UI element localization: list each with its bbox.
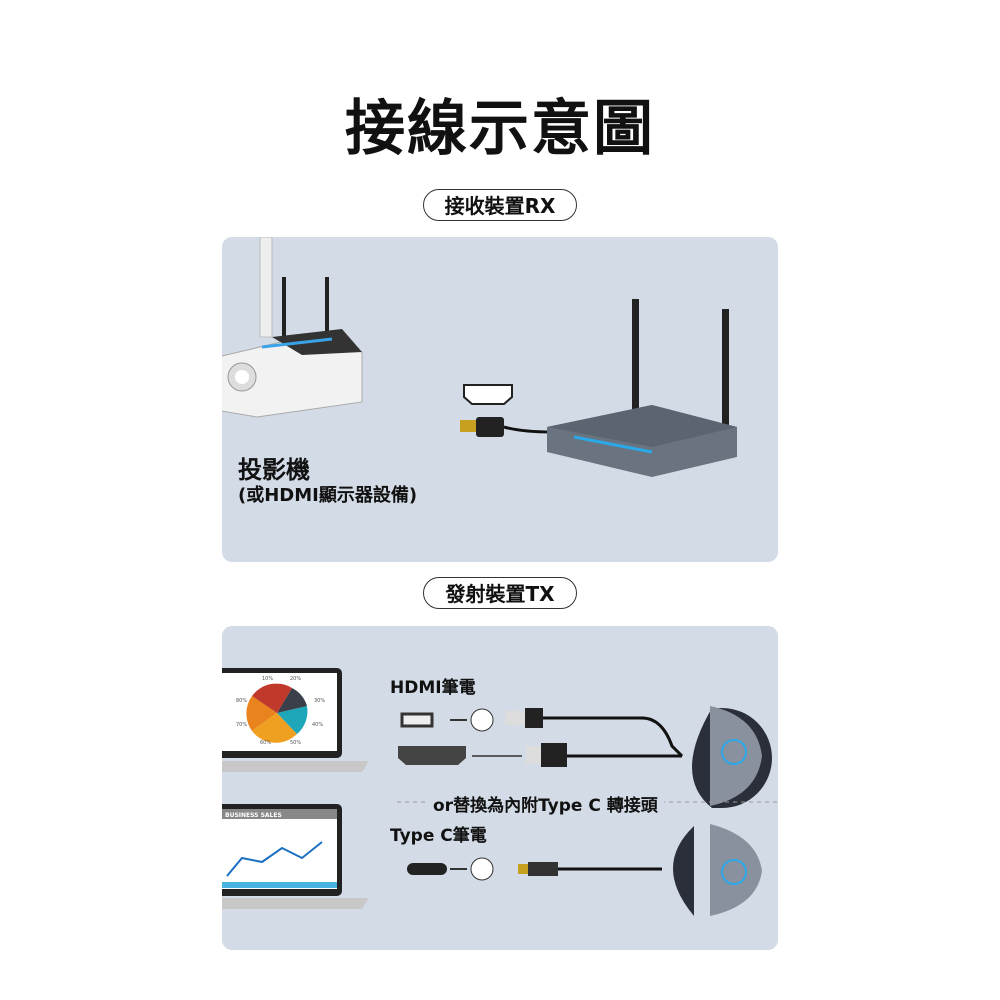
screen-header: BUSINESS SALES bbox=[225, 812, 282, 819]
projector-label: 投影機 bbox=[238, 456, 310, 484]
typec-laptop-label: Type C筆電 bbox=[390, 826, 487, 846]
projector-image bbox=[222, 237, 363, 418]
tx-label: 發射裝置TX bbox=[423, 577, 577, 609]
pie-tick-label: 60% bbox=[260, 740, 272, 746]
hdmi-laptop-label: HDMI筆電 bbox=[390, 678, 476, 698]
usb-c-port-icon bbox=[407, 863, 447, 875]
hdmi-port-icon bbox=[463, 384, 513, 405]
laptop-line-chart bbox=[222, 804, 369, 909]
link-icon bbox=[450, 708, 494, 732]
pie-tick-label: 70% bbox=[236, 722, 248, 728]
rx-label: 接收裝置RX bbox=[423, 189, 577, 221]
pie-tick-label: 30% bbox=[314, 698, 326, 704]
tx-dongle-hdmi bbox=[692, 706, 772, 808]
rx-panel: 投影機 (或HDMI顯示器設備) bbox=[222, 237, 778, 562]
tx-panel: HDMI筆電 or替換為內附Type C 轉接頭 Type C筆電 BUSINE… bbox=[222, 626, 778, 950]
tx-dongle-typec bbox=[673, 824, 762, 916]
pie-tick-label: 40% bbox=[312, 722, 324, 728]
page-title: 接線示意圖 bbox=[345, 94, 655, 164]
link-icon bbox=[450, 857, 494, 881]
pie-tick-label: 80% bbox=[236, 698, 248, 704]
pie-tick-label: 20% bbox=[290, 676, 302, 682]
pie-tick-label: 10% bbox=[262, 676, 274, 682]
rx-illustration bbox=[222, 237, 737, 477]
pie-tick-label: 50% bbox=[290, 740, 302, 746]
alternative-label: or替換為內附Type C 轉接頭 bbox=[427, 791, 664, 816]
hdmi-port-icon bbox=[398, 746, 466, 765]
rx-router-image bbox=[547, 299, 737, 477]
projector-sublabel: (或HDMI顯示器設備) bbox=[238, 485, 418, 506]
usb-port-icon bbox=[400, 712, 434, 728]
laptop-pie-chart bbox=[222, 668, 369, 772]
tx-illustration bbox=[222, 668, 778, 916]
